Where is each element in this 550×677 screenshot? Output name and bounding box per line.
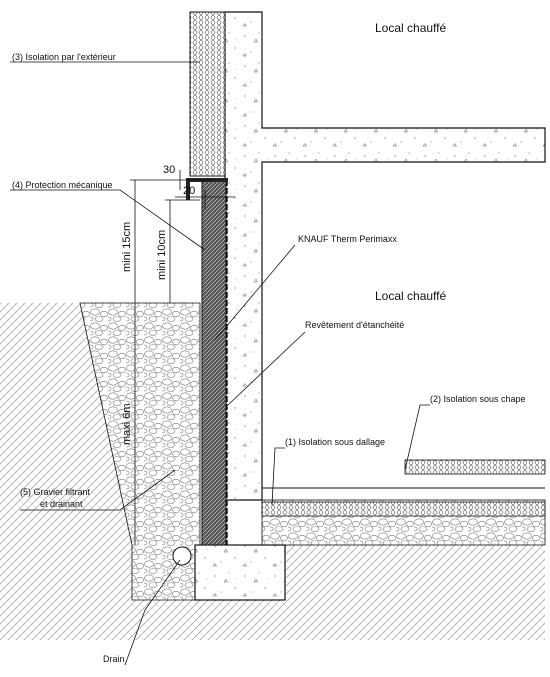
exterior-insulation-label: (3) Isolation par l'extérieur xyxy=(12,52,116,62)
exterior-soil xyxy=(0,303,132,640)
dim-30-label: 30 xyxy=(163,164,175,176)
waterproofing-label: Revêtement d'étanchéité xyxy=(305,320,404,330)
mechanical-protection-label: (4) Protection mécanique xyxy=(12,180,113,190)
upper-room-label: Local chauffé xyxy=(375,21,446,35)
leader-lines xyxy=(10,61,430,666)
soil-under-footing xyxy=(132,600,202,640)
exterior-insulation-panel xyxy=(189,11,226,177)
dim-max6-label: maxi 6m xyxy=(121,403,133,445)
slab-insulation-label: (1) Isolation sous dallage xyxy=(285,437,385,447)
drain-pipe xyxy=(172,546,192,566)
screed-insulation-layer xyxy=(404,459,546,475)
gravel-label-line2: et drainant xyxy=(40,499,83,509)
gravel-label-line1: (5) Gravier filtrant xyxy=(20,487,91,497)
drain-label: Drain xyxy=(103,654,125,664)
drainage-gravel xyxy=(79,302,201,601)
lower-room-label: Local chauffé xyxy=(375,289,446,303)
dim-20-label: 20 xyxy=(183,185,195,197)
concrete-wall xyxy=(209,11,546,501)
dim-min10-label: mini 10cm xyxy=(156,230,168,280)
dim-min15-label: mini 15cm xyxy=(121,222,133,272)
screed-insulation-label: (2) Isolation sous chape xyxy=(430,394,526,404)
product-label: KNAUF Therm Perimaxx xyxy=(298,234,397,244)
footing xyxy=(194,544,286,601)
slab-insulation-layer xyxy=(261,501,546,517)
perimaxx-insulation xyxy=(201,179,227,546)
